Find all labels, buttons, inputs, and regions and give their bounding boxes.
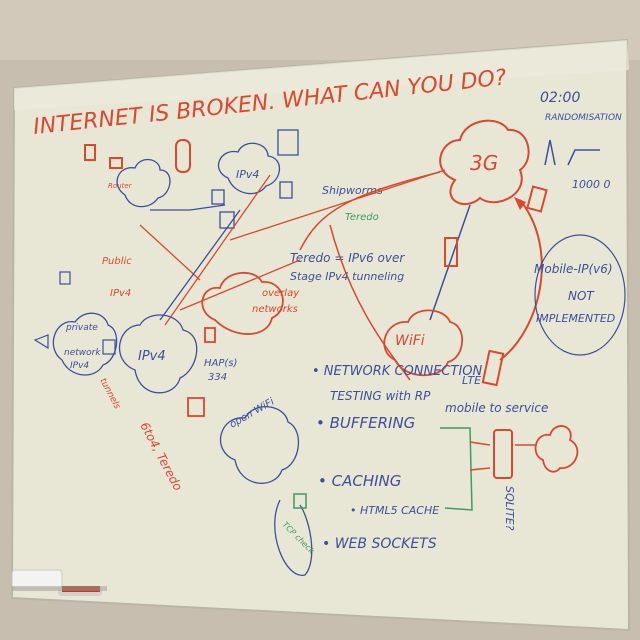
cloud-left-top [116, 158, 171, 208]
mobile-ip-bubble [534, 234, 626, 356]
public-ipv4-1: Public [102, 256, 132, 267]
bullet-network-2: TESTING with RP [330, 389, 431, 403]
mobile-to-service: mobile to service [445, 401, 548, 415]
html5-cache: • HTML5 CACHE [350, 504, 439, 517]
cloud-open-wifi [219, 406, 300, 484]
sqlite-label: SQLITE? [503, 486, 516, 531]
networks-label: networks [252, 304, 298, 315]
not-implemented-2: IMPLEMENTED [536, 312, 615, 325]
clock-label: 02:00 [540, 90, 580, 106]
haps-num: 334 [208, 372, 227, 383]
mobile-ip-label: Mobile-IP(v6) [534, 262, 613, 276]
shipworms-label: Shipworms [322, 184, 383, 197]
teredo-small-label: Teredo [345, 212, 379, 223]
haps-label: HAP(s) [204, 358, 237, 369]
cloud-3g [439, 119, 530, 205]
cloud-private [52, 312, 118, 376]
private-3: IPv4 [70, 361, 89, 371]
ipv4-mid-label: IPv4 [138, 349, 166, 364]
cloud-ipv4-mid [118, 314, 198, 394]
randomisation-label: RANDOMISATION [545, 113, 622, 123]
bullet-websockets: • WEB SOCKETS [322, 536, 437, 552]
bullet-buffering: • BUFFERING [316, 414, 415, 432]
cloud-overlay [201, 271, 284, 335]
teredo-line-1: Teredo = IPv6 over [290, 251, 405, 265]
overlay-label: overlay [262, 288, 300, 299]
device-box [526, 185, 548, 213]
not-implemented-1: NOT [568, 289, 595, 303]
bullet-network: • NETWORK CONNECTION [312, 364, 483, 379]
cloud-3g-label: 3G [470, 151, 498, 175]
ipv4-top-label: IPv4 [236, 168, 259, 181]
cloud-server [534, 425, 579, 473]
lte-label: LTE [462, 374, 481, 387]
svg-text:Router: Router [108, 182, 133, 190]
counter-label: 1000 0 [572, 178, 611, 191]
marker-tray [11, 569, 107, 596]
private-2: network [64, 348, 101, 358]
private-1: private [65, 323, 98, 333]
cloud-ipv4-top [217, 142, 281, 195]
public-ipv4-2: IPv4 [110, 288, 131, 299]
bullet-caching: • CACHING [318, 472, 401, 490]
cloud-wifi [383, 309, 464, 377]
wifi-label: WiFi [395, 333, 425, 349]
